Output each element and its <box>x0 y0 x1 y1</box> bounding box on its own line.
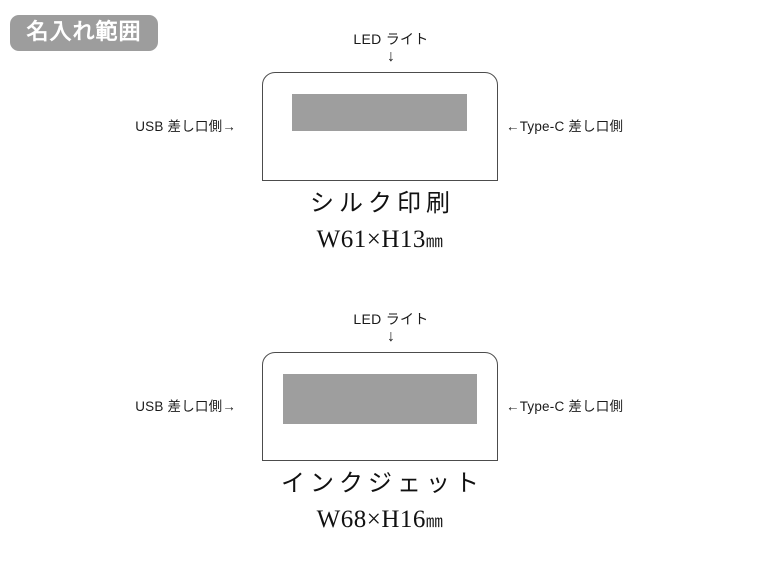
led-light-label: LED ライト <box>353 31 429 47</box>
led-down-arrow-icon: ↓ <box>387 48 395 65</box>
print-area-rectangle <box>292 94 467 131</box>
led-light-label: LED ライト <box>353 311 429 327</box>
print-size-value: W61×H13 <box>316 226 426 253</box>
print-size-value: W68×H16 <box>316 506 426 533</box>
print-size-unit: ㎜ <box>425 232 444 251</box>
usb-port-side-label: USB 差し口側→ <box>135 399 236 414</box>
device-outline <box>262 352 498 461</box>
print-method-label: シルク印刷 <box>310 191 455 217</box>
print-area-rectangle <box>283 374 477 424</box>
print-size-label: W61×H13㎜ <box>0 227 760 252</box>
typec-port-side-label: ←Type-C 差し口側 <box>506 399 624 414</box>
silk-print-caption: シルク印刷 W61×H13㎜ <box>0 192 760 252</box>
name-print-area-badge: 名入れ範囲 <box>10 15 158 51</box>
badge-label: 名入れ範囲 <box>26 20 142 45</box>
typec-port-side-label: ←Type-C 差し口側 <box>506 119 624 134</box>
device-outline <box>262 72 498 181</box>
print-size-unit: ㎜ <box>425 512 444 531</box>
inkjet-caption: インクジェット W68×H16㎜ <box>0 472 760 532</box>
led-down-arrow-icon: ↓ <box>387 328 395 345</box>
print-size-label: W68×H16㎜ <box>0 507 760 532</box>
usb-port-side-label: USB 差し口側→ <box>135 119 236 134</box>
print-method-label: インクジェット <box>281 471 484 497</box>
